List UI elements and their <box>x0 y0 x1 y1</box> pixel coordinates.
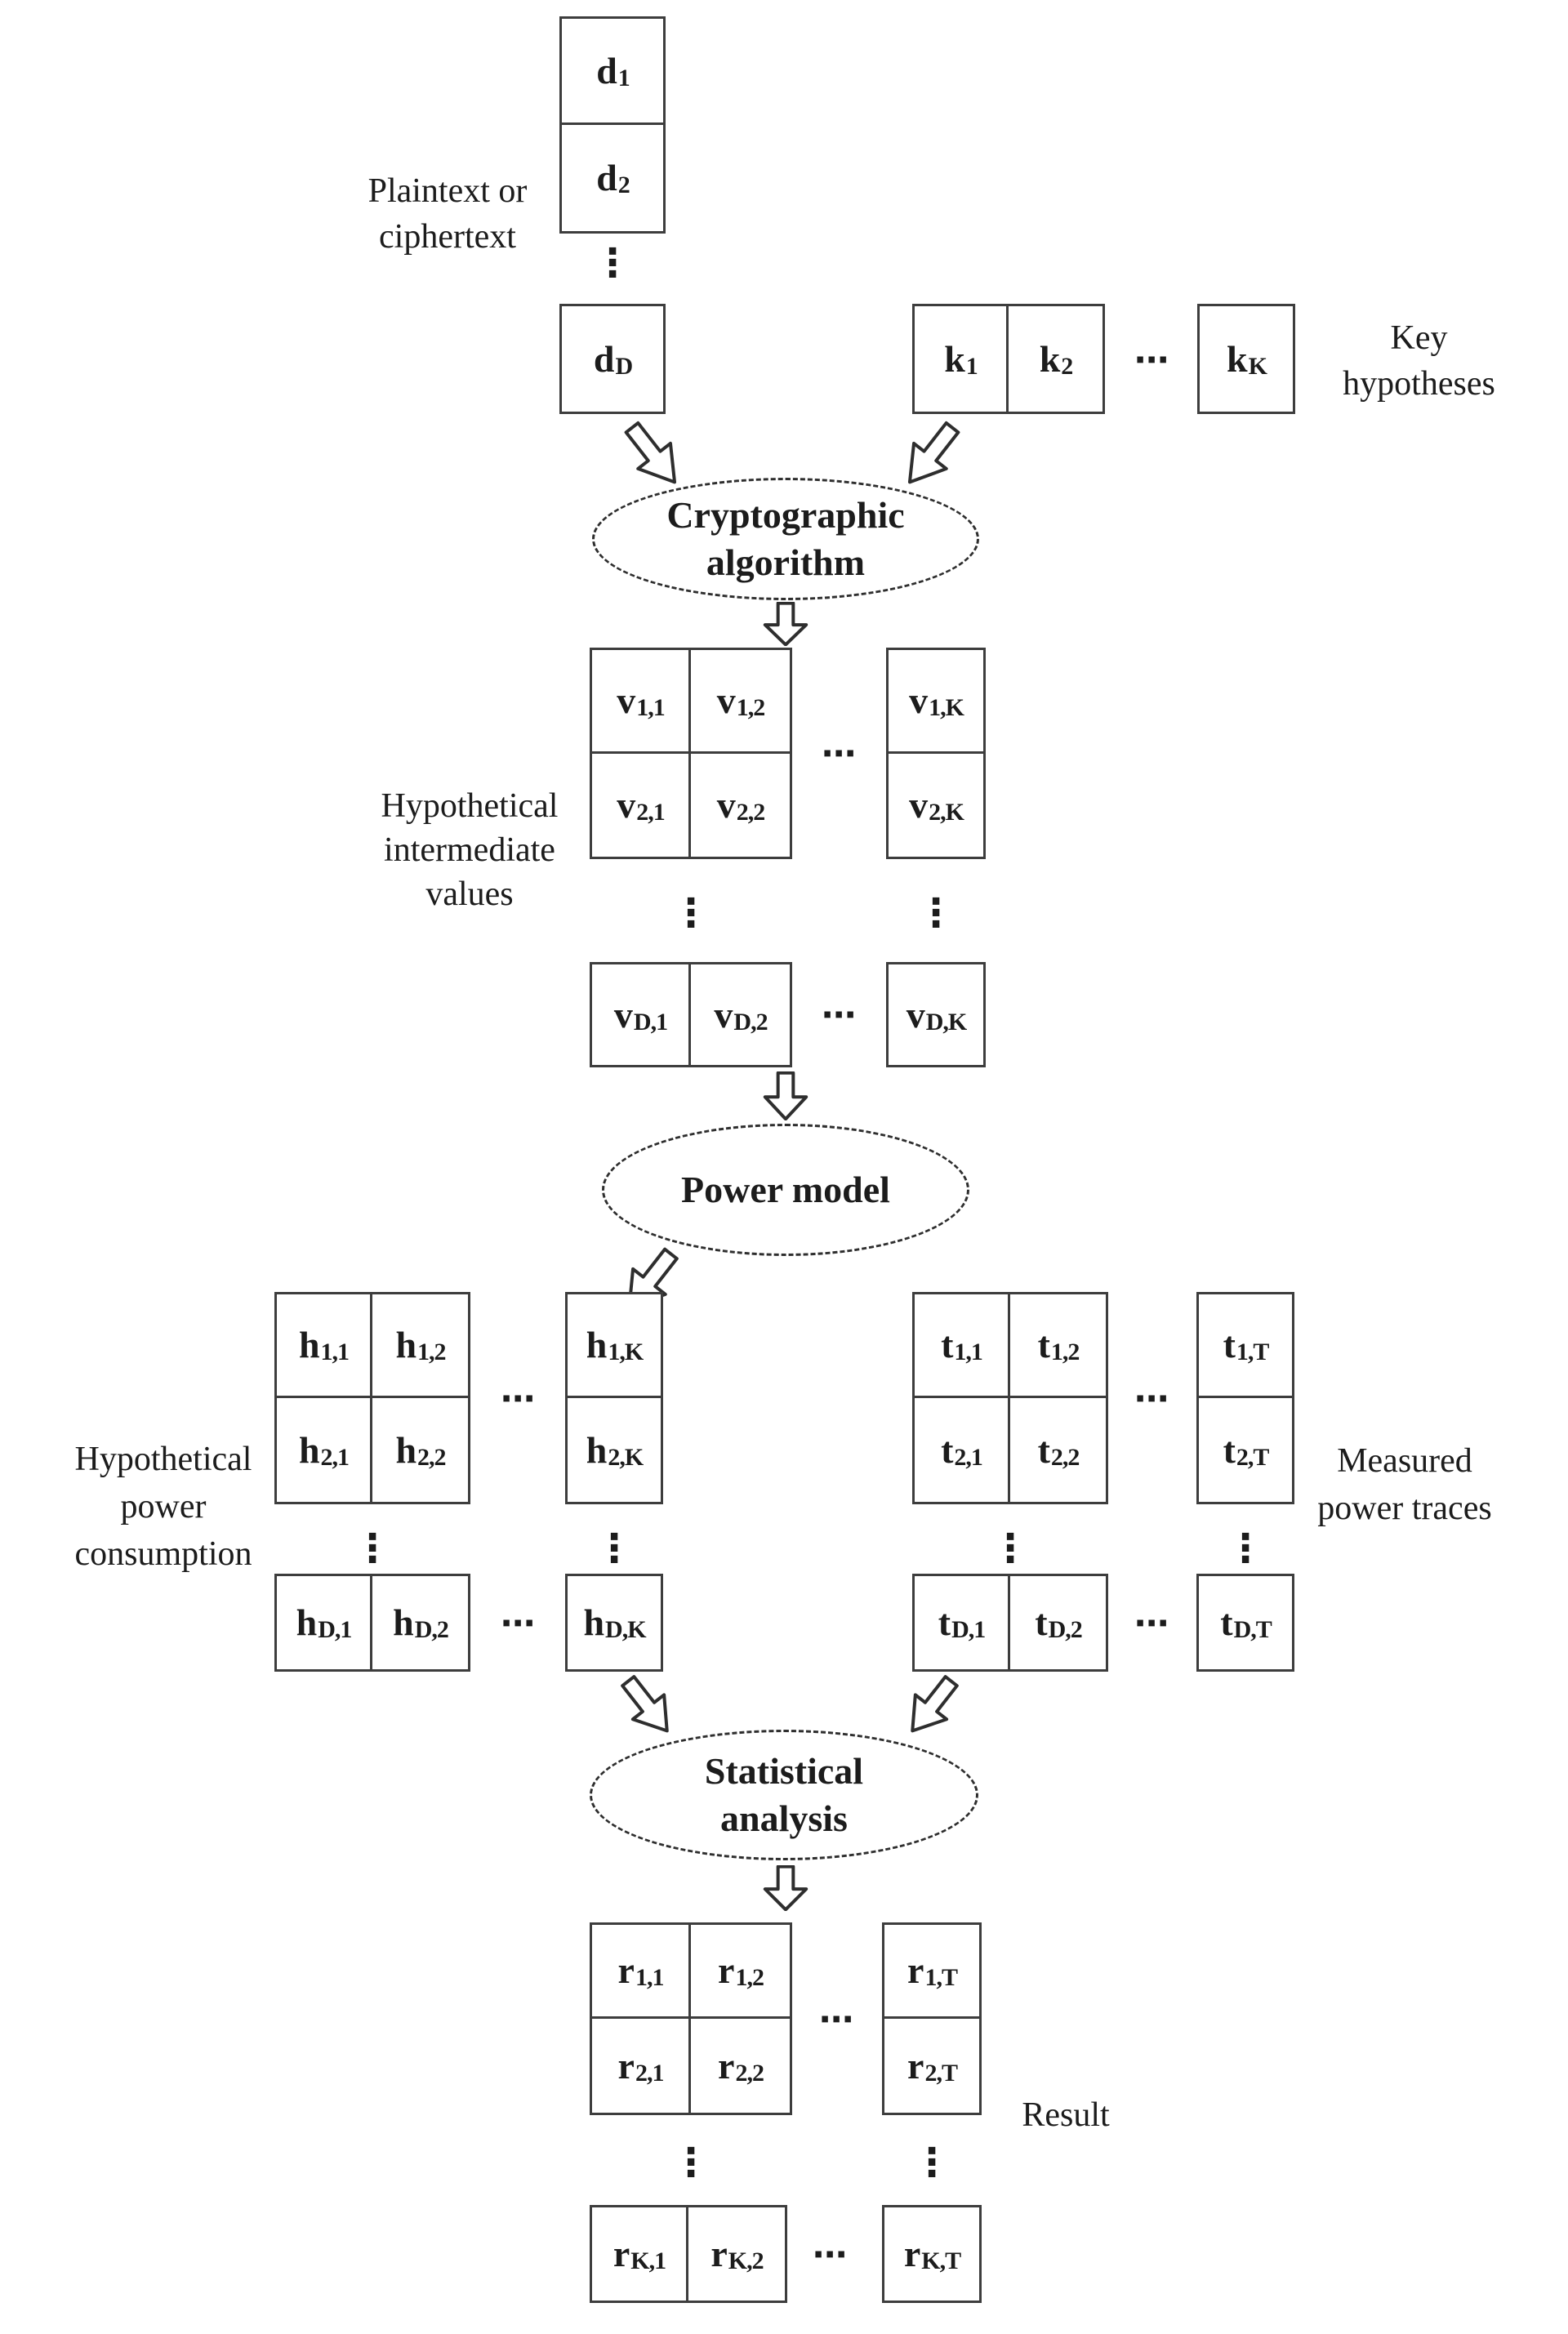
arrow-h-to-stat <box>609 1666 685 1746</box>
vertical-ellipsis-h-left: ⋮ <box>353 1526 392 1571</box>
node-statistical-analysis: Statistical analysis <box>590 1730 978 1860</box>
horizontal-ellipsis-r-top: ⋯ <box>819 1998 853 2039</box>
arrow-k-to-crypto <box>890 412 972 497</box>
horizontal-ellipsis-t-bottom: ⋯ <box>1134 1602 1169 1643</box>
label-hypothetical-power-consumption: Hypothetical power consumption <box>74 1441 252 1573</box>
vertical-ellipsis-r-left: ⋮ <box>671 2140 710 2185</box>
vertical-ellipsis-r-right: ⋮ <box>912 2140 951 2185</box>
label-plaintext-or-ciphertext: Plaintext or ciphertext <box>368 172 528 256</box>
vertical-ellipsis-t-right: ⋮ <box>1226 1526 1265 1571</box>
horizontal-ellipsis-v-bottom: ⋯ <box>822 994 856 1035</box>
horizontal-ellipsis-t-top: ⋯ <box>1134 1378 1169 1419</box>
label-measured-power-traces: Measured power traces <box>1317 1442 1492 1527</box>
horizontal-ellipsis-h-top: ⋯ <box>501 1378 535 1419</box>
horizontal-ellipsis-h-bottom: ⋯ <box>501 1602 535 1643</box>
node-power-model: Power model <box>602 1124 969 1256</box>
vertical-ellipsis-d: ⋮ <box>593 240 632 286</box>
label-result: Result <box>1022 2096 1110 2134</box>
label-key-hypotheses: Key hypotheses <box>1343 319 1495 403</box>
horizontal-ellipsis-k: ⋯ <box>1134 339 1169 380</box>
arrow-stat-to-result <box>763 1865 808 1911</box>
arrow-crypto-to-v <box>763 602 808 646</box>
horizontal-ellipsis-r-bottom: ⋯ <box>813 2234 847 2274</box>
node-cryptographic-algorithm: Cryptographic algorithm <box>592 478 979 600</box>
label-hypothetical-intermediate-values: Hypothetical intermediate values <box>381 787 559 913</box>
arrow-t-to-stat <box>893 1666 969 1746</box>
vertical-ellipsis-t-left: ⋮ <box>991 1526 1030 1571</box>
horizontal-ellipsis-v-top: ⋯ <box>822 733 856 773</box>
vertical-ellipsis-h-right: ⋮ <box>595 1526 634 1571</box>
vertical-ellipsis-v-right: ⋮ <box>916 890 956 936</box>
arrow-v-to-power-model <box>763 1071 808 1120</box>
arrow-d-to-crypto <box>612 412 694 497</box>
vertical-ellipsis-v-left: ⋮ <box>671 890 710 936</box>
